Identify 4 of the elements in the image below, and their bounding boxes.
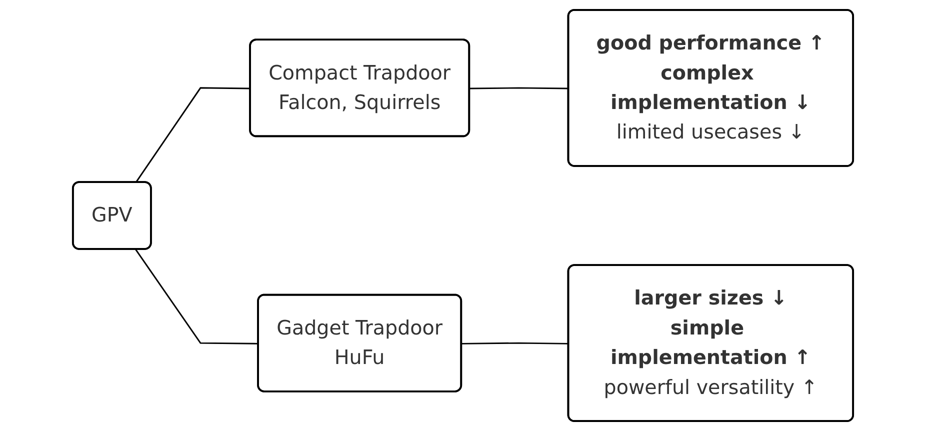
connector [462,342,569,344]
connector [135,87,251,184]
connector [470,87,569,90]
connector [135,249,259,344]
